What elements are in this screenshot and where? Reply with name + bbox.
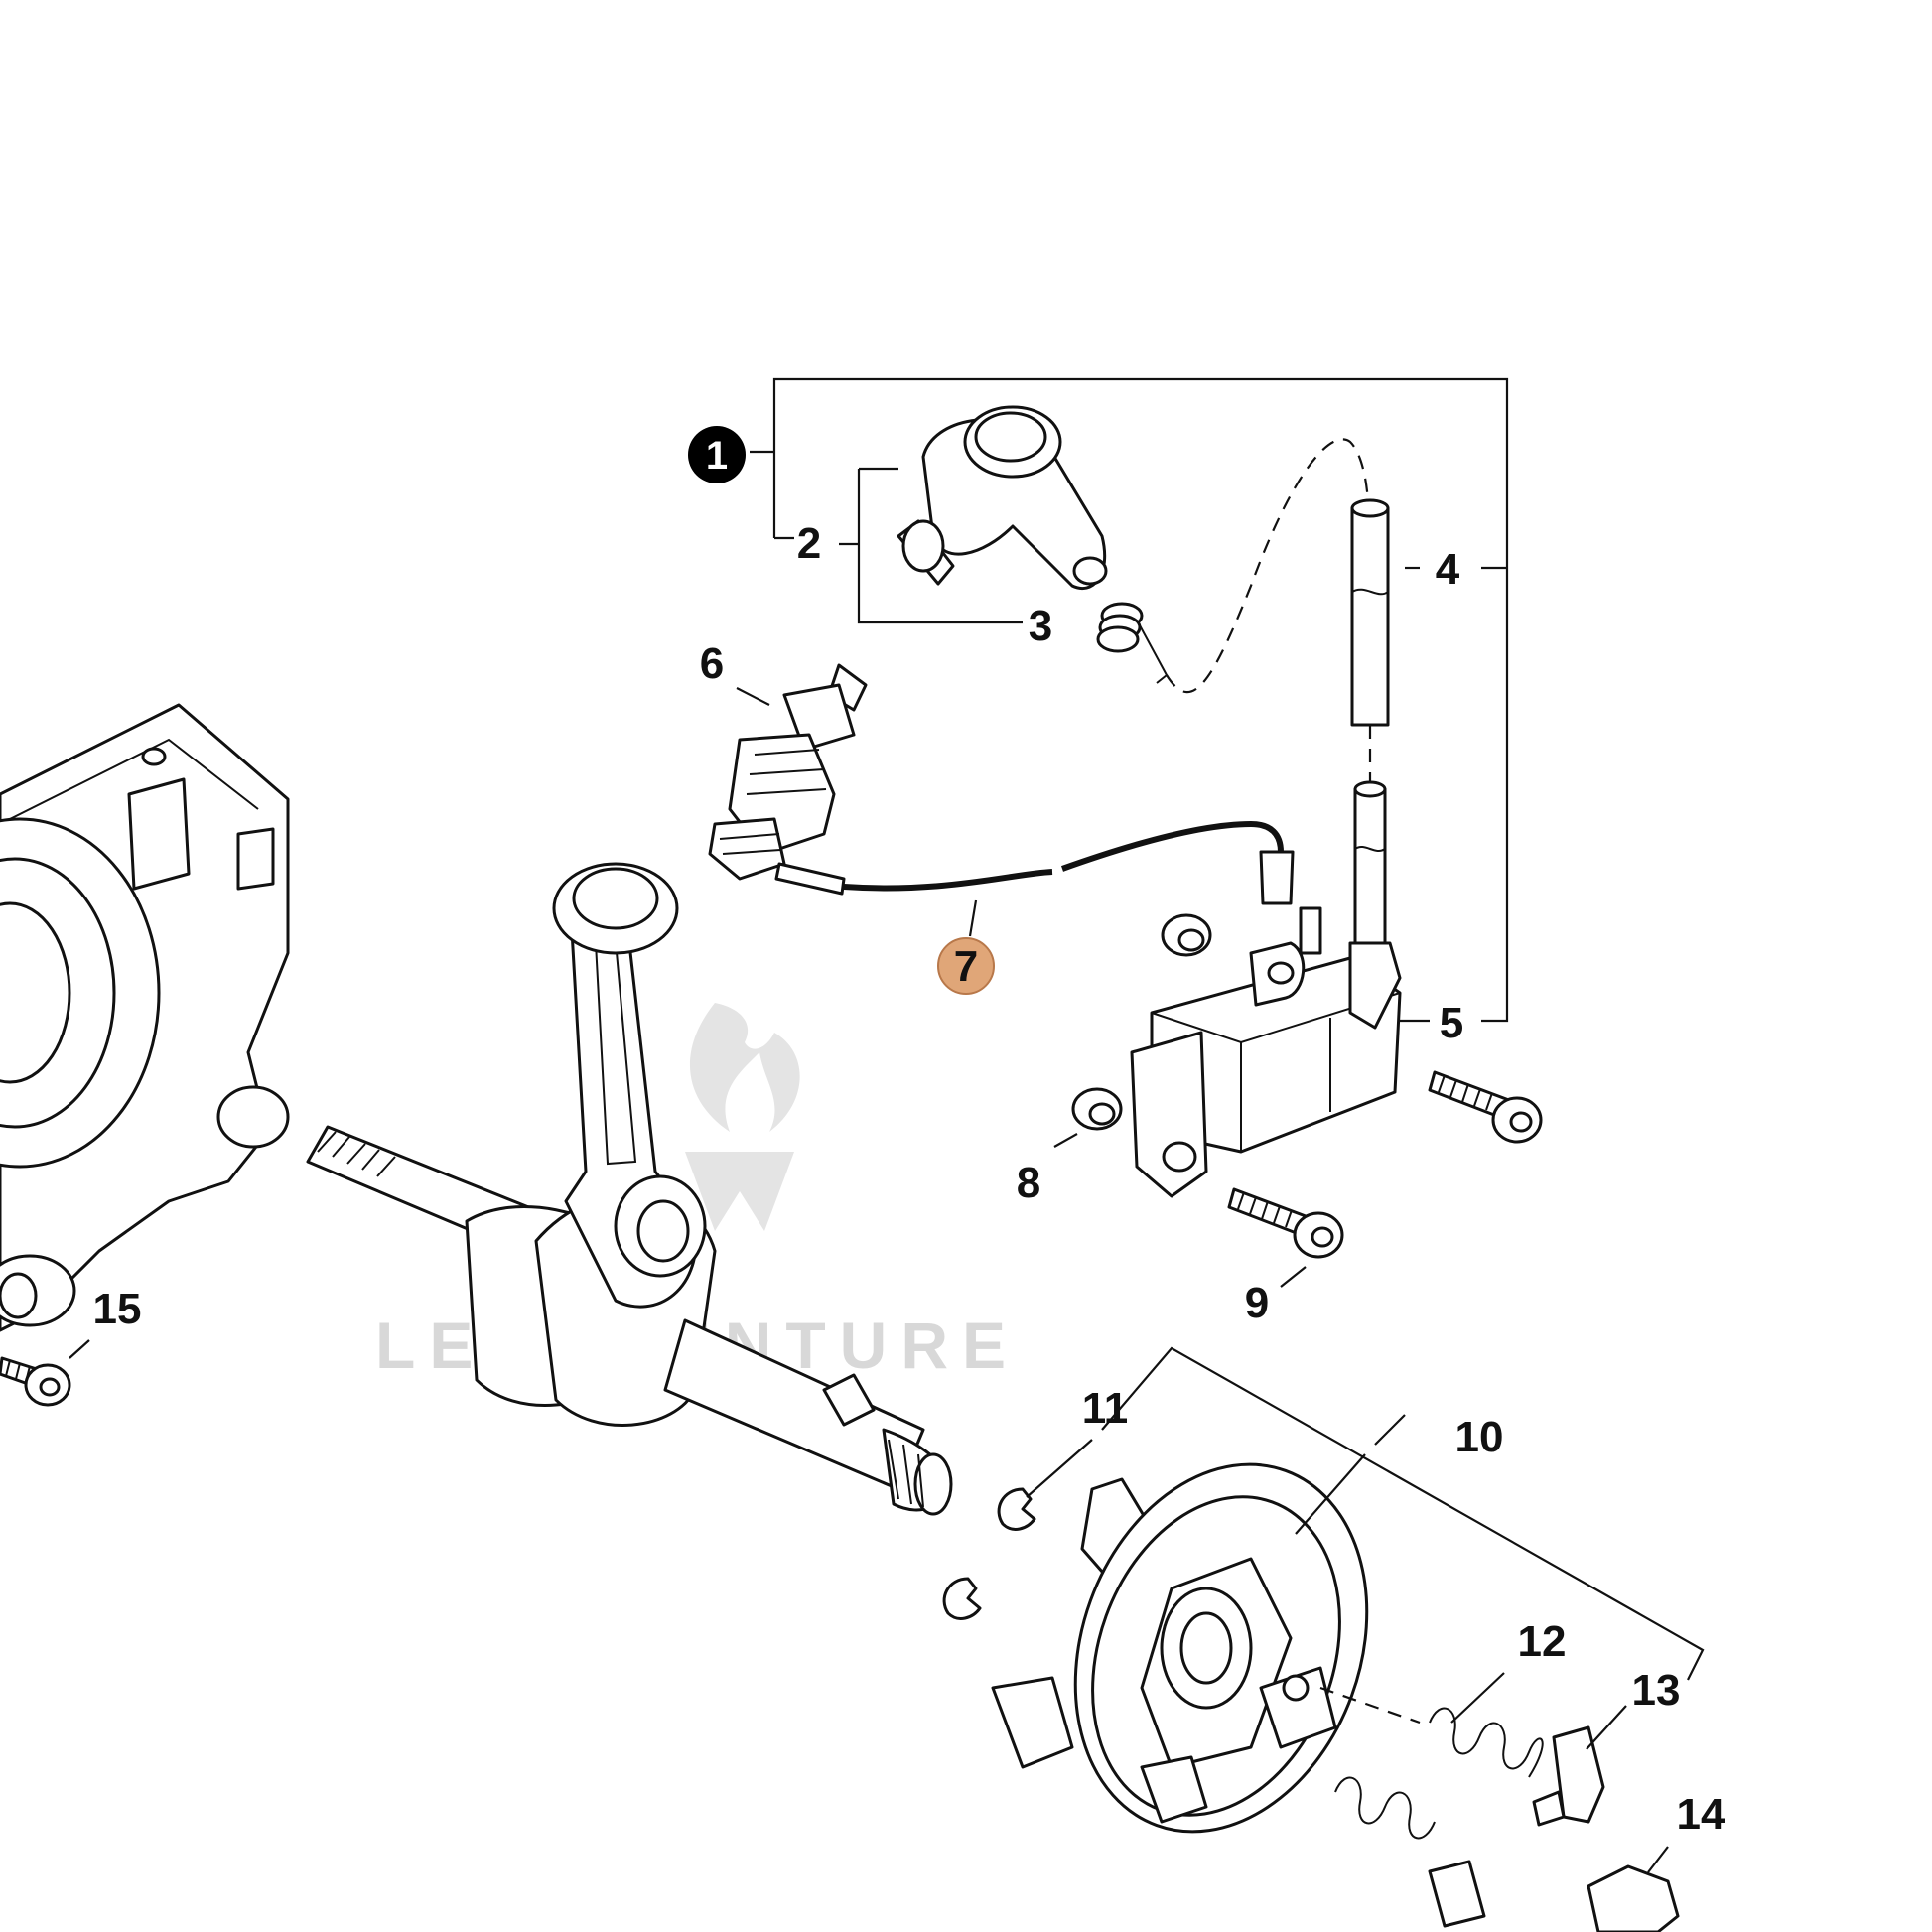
screw-lower (1227, 1187, 1344, 1259)
callout-4: 4 (1436, 545, 1460, 594)
callout-8: 8 (1017, 1159, 1040, 1207)
callout-10: 10 (1455, 1413, 1504, 1461)
grommet-lower (1071, 1087, 1123, 1131)
callout-3: 3 (1029, 602, 1052, 650)
clutch-spring (1319, 1686, 1544, 1840)
callout-7-label: 7 (954, 942, 978, 991)
callout-12: 12 (1518, 1617, 1567, 1666)
grommet-upper (1161, 913, 1212, 957)
e-clip-lower (942, 1577, 982, 1620)
watermark-flame-logo (685, 1003, 800, 1231)
callout-1: 1 (688, 426, 746, 483)
nut (1587, 1864, 1680, 1932)
e-clip-upper (997, 1487, 1036, 1531)
spark-plug (708, 663, 868, 881)
screw-upper (1428, 1070, 1543, 1144)
leader-lines (69, 566, 1705, 1873)
ignition-lead (1350, 498, 1390, 950)
callout-6: 6 (700, 639, 724, 688)
callout-7-badge (937, 937, 995, 995)
clutch (991, 1462, 1369, 1834)
callout-14: 14 (1677, 1790, 1725, 1839)
callout-7: 7 (937, 937, 995, 995)
callout-15: 15 (93, 1285, 142, 1333)
callout-5: 5 (1440, 999, 1463, 1047)
assembly-bracket-1 (750, 377, 1509, 1023)
screw-crankcase (0, 1356, 71, 1407)
callout-1-badge (688, 426, 746, 483)
spark-plug-boot (897, 405, 1108, 590)
callout-11: 11 (1082, 1384, 1129, 1433)
crankcase (0, 703, 290, 1332)
lead-connection-dash (1166, 438, 1370, 694)
callout-13: 13 (1632, 1666, 1681, 1715)
ground-wire (774, 820, 1295, 905)
connecting-rod (552, 862, 707, 1309)
callout-1-label: 1 (706, 434, 728, 478)
clutch-shoe (1428, 1725, 1605, 1928)
callout-2: 2 (797, 519, 821, 568)
callout-9: 9 (1245, 1279, 1269, 1327)
ignition-module (1130, 906, 1402, 1198)
boot-spring (1096, 602, 1169, 684)
